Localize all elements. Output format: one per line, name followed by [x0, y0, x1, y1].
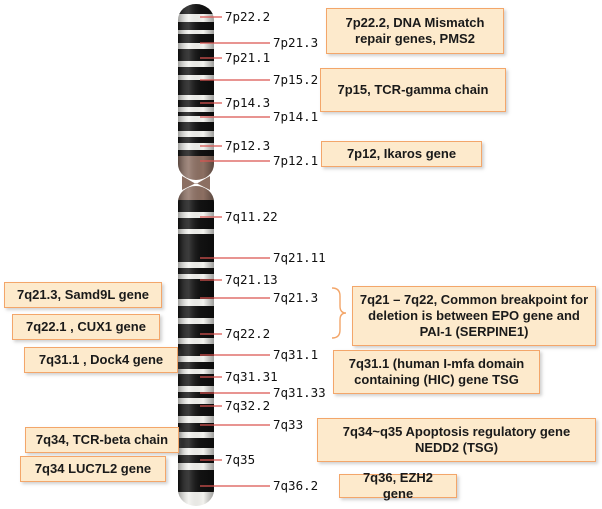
- annotation-7q21-q22-breakpoint: 7q21 – 7q22, Common breakpoint for delet…: [352, 286, 596, 346]
- chromosome-p-arm: [178, 4, 214, 180]
- band-label: 7p15.2: [273, 72, 318, 87]
- band-label: 7q31.1: [273, 347, 318, 362]
- band-ticks: [200, 16, 270, 487]
- band-label: 7q32.2: [225, 398, 270, 413]
- annotation-7p15-tcr-gamma: 7p15, TCR-gamma chain: [320, 68, 506, 112]
- q-arm-bands: [178, 186, 214, 506]
- band-label: 7p14.3: [225, 95, 270, 110]
- annotation-7p22-pms2: 7p22.2, DNA Mismatch repair genes, PMS2: [326, 8, 504, 54]
- band-label: 7q21.11: [273, 250, 326, 265]
- band-label: 7q31.31: [225, 369, 278, 384]
- annotation-7q34-q35-nedd2: 7q34~q35 Apoptosis regulatory gene NEDD2…: [317, 418, 596, 462]
- annotation-7q31-1-hic: 7q31.1 (human I-mfa domain containing (H…: [333, 350, 540, 394]
- annotation-7q21-3-samd9l: 7q21.3, Samd9L gene: [4, 282, 162, 308]
- band-label: 7p22.2: [225, 9, 270, 24]
- band-label: 7p12.1: [273, 153, 318, 168]
- p-arm-bands: [178, 4, 214, 180]
- range-brace: [331, 287, 347, 339]
- centromere: [182, 176, 210, 190]
- band-label: 7q33: [273, 417, 303, 432]
- band-label: 7q21.3: [273, 290, 318, 305]
- band-label: 7q31.33: [273, 385, 326, 400]
- band-label: 7q36.2: [273, 478, 318, 493]
- band-label: 7q21.13: [225, 272, 278, 287]
- band-label: 7q22.2: [225, 326, 270, 341]
- band-label: 7p21.1: [225, 50, 270, 65]
- annotation-7q34-tcr-beta: 7q34, TCR-beta chain: [25, 427, 179, 453]
- band-label: 7p14.1: [273, 109, 318, 124]
- band-label: 7q11.22: [225, 209, 278, 224]
- annotation-7q34-luc7l2: 7q34 LUC7L2 gene: [20, 456, 166, 482]
- band-label: 7p12.3: [225, 138, 270, 153]
- annotation-7p12-ikaros: 7p12, Ikaros gene: [321, 141, 482, 167]
- chromosome-q-arm: [178, 186, 214, 506]
- annotation-7q31-1-dock4: 7q31.1 , Dock4 gene: [24, 347, 178, 373]
- annotation-7q22-1-cux1: 7q22.1 , CUX1 gene: [12, 314, 160, 340]
- band-label: 7p21.3: [273, 35, 318, 50]
- band-label: 7q35: [225, 452, 255, 467]
- band-labels: 7p22.2 7p21.3 7p21.1 7p15.2 7p14.3 7p14.…: [225, 9, 326, 493]
- annotation-7q36-ezh2: 7q36, EZH2 gene: [339, 470, 457, 501]
